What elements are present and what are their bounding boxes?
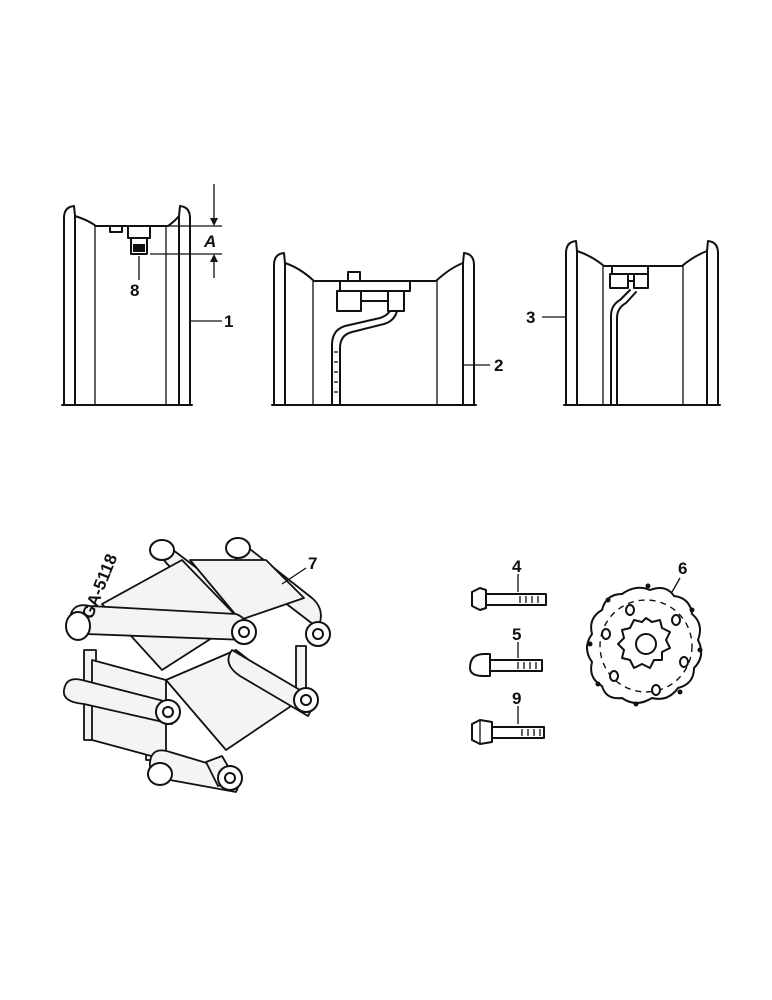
bolt-4: 4 [471,557,547,611]
callout-9: 9 [512,689,521,708]
callout-5: 5 [512,625,521,644]
dimension-a-label: A [203,232,216,251]
callout-4: 4 [512,557,522,576]
callout-2: 2 [494,356,503,375]
bolt-9: 9 [471,689,545,745]
rim-2: 2 [271,252,503,406]
rim-3: 3 [526,240,721,406]
valve-8 [109,225,151,255]
callout-6: 6 [678,559,687,578]
spacer-7: GA-5118 7 [62,537,331,793]
callout-1: 1 [224,312,233,331]
disc-6: 6 [586,559,703,707]
bolt-5: 5 [469,625,543,677]
dimension-a: A [150,184,222,278]
callout-3: 3 [526,308,535,327]
callout-7: 7 [308,554,317,573]
rim-1: A 8 1 [61,184,233,406]
callout-8: 8 [130,281,139,300]
